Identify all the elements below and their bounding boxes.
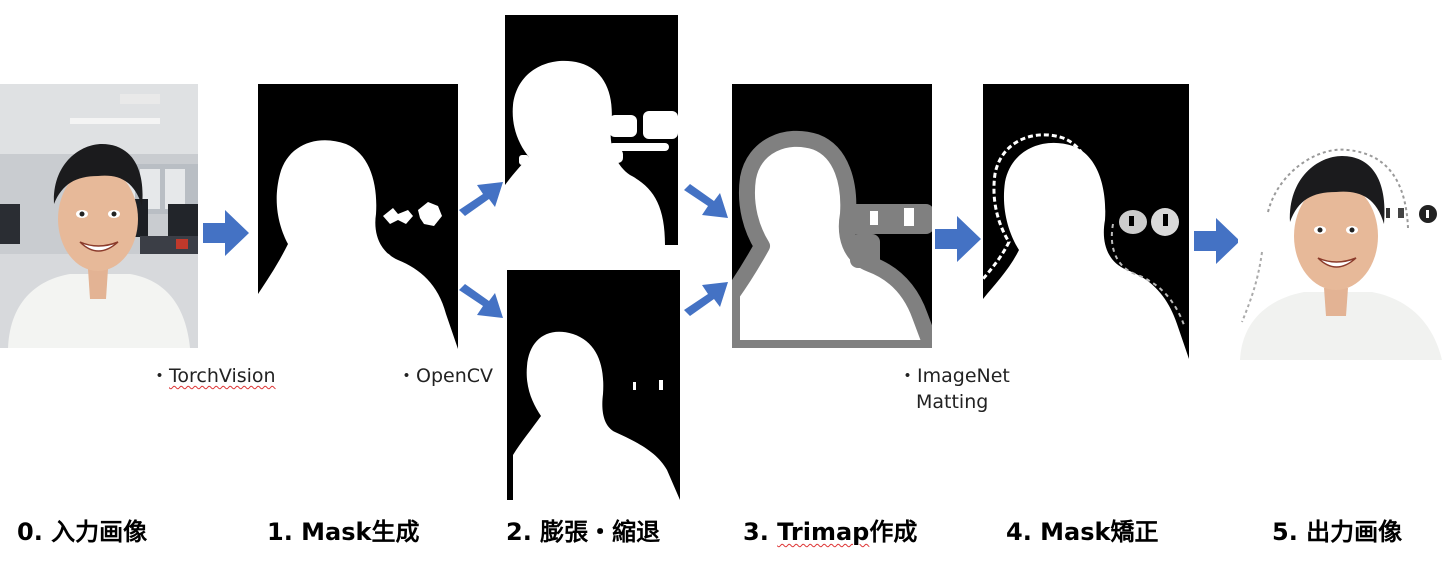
caption-step-1: 1. Mask生成	[267, 518, 420, 546]
eroded-mask-panel	[507, 270, 680, 500]
arrow-up-right-icon	[682, 280, 728, 322]
arrow-right-icon	[203, 210, 249, 256]
arrow-right-icon	[935, 216, 981, 262]
trimap-panel	[732, 84, 932, 348]
arrow-up-right-icon	[457, 180, 503, 222]
arrow-right-icon	[1194, 218, 1240, 264]
note-imagenet-matting: ・ImageNet Matting	[898, 365, 1010, 413]
arrow-down-right-icon	[682, 178, 728, 220]
caption-step-3: 3. Trimap作成	[743, 518, 918, 546]
caption-step-2: 2. 膨張・縮退	[506, 518, 661, 546]
input-photo	[0, 84, 198, 348]
note-opencv: ・OpenCV	[397, 365, 494, 387]
caption-step-0: 0. 入力画像	[17, 518, 148, 546]
output-photo	[1238, 132, 1444, 360]
arrow-down-right-icon	[457, 278, 503, 320]
note-torchvision: ・TorchVision	[150, 365, 276, 387]
corrected-mask-panel	[983, 84, 1189, 359]
caption-step-4: 4. Mask矯正	[1006, 518, 1159, 546]
dilated-mask-panel	[505, 15, 678, 245]
caption-step-5: 5. 出力画像	[1272, 518, 1403, 546]
mask-panel	[258, 84, 458, 349]
